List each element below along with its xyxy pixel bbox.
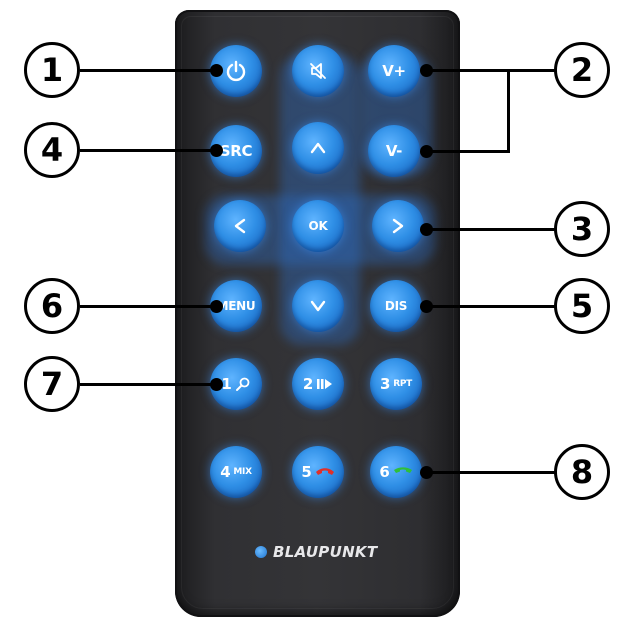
callout-2: 2 xyxy=(554,42,610,98)
pick-up-phone-icon xyxy=(393,467,412,473)
hang-up-phone-icon xyxy=(315,468,334,475)
callout-dot-3 xyxy=(420,223,433,236)
source-label: SRC xyxy=(219,142,253,160)
zoom-icon xyxy=(235,377,249,391)
callout-line-2a xyxy=(426,69,508,72)
num4-sub-label: MIX xyxy=(233,467,252,477)
volume-down-label: V- xyxy=(385,142,403,160)
num3-repeat-button[interactable]: 3 RPT xyxy=(370,358,422,410)
callout-dot-7 xyxy=(210,378,223,391)
display-label: DIS xyxy=(384,299,408,313)
callout-line-4 xyxy=(80,149,216,152)
callout-line-6 xyxy=(80,305,216,308)
callout-line-5 xyxy=(426,305,556,308)
callout-line-2-vertical xyxy=(507,69,510,153)
brand-logo: BLAUPUNKT xyxy=(255,542,377,562)
num1-label: 1 xyxy=(221,375,232,393)
ok-label: OK xyxy=(308,219,328,233)
menu-label: MENU xyxy=(216,299,256,313)
play-pause-icon xyxy=(317,379,333,389)
num5-hang-up-button[interactable]: 5 xyxy=(292,446,344,498)
power-icon xyxy=(226,60,246,82)
num2-label: 2 xyxy=(302,375,314,393)
volume-up-button[interactable]: V+ xyxy=(368,45,420,97)
volume-up-label: V+ xyxy=(382,62,406,80)
source-button[interactable]: SRC xyxy=(210,125,262,177)
callout-8: 8 xyxy=(554,444,610,500)
down-button[interactable] xyxy=(292,280,344,332)
callout-line-2c xyxy=(507,69,557,72)
callout-line-8 xyxy=(426,471,556,474)
callout-line-1 xyxy=(80,69,216,72)
num3-label: 3 xyxy=(380,375,391,393)
callout-dot-5 xyxy=(420,300,433,313)
num2-play-pause-button[interactable]: 2 xyxy=(292,358,344,410)
callout-line-2b xyxy=(426,150,508,153)
display-button[interactable]: DIS xyxy=(370,280,422,332)
num6-pick-up-button[interactable]: 6 xyxy=(370,446,422,498)
callout-line-3 xyxy=(426,228,556,231)
chevron-up-icon xyxy=(310,142,326,154)
remote-rim xyxy=(181,16,454,609)
callout-dot-6 xyxy=(210,300,223,313)
callout-6: 6 xyxy=(24,278,80,334)
mute-button[interactable] xyxy=(292,45,344,97)
callout-dot-8 xyxy=(420,466,433,479)
num6-label: 6 xyxy=(379,463,390,481)
callout-dot-2b xyxy=(420,145,433,158)
num4-label: 4 xyxy=(220,463,231,481)
chevron-down-icon xyxy=(310,300,326,312)
callout-dot-1 xyxy=(210,64,223,77)
left-button[interactable] xyxy=(214,200,266,252)
volume-down-button[interactable]: V- xyxy=(368,125,420,177)
chevron-right-icon xyxy=(392,218,404,234)
num3-sub-label: RPT xyxy=(393,379,412,389)
callout-7: 7 xyxy=(24,356,80,412)
mute-icon xyxy=(310,63,326,79)
brand-dot-icon xyxy=(255,546,267,558)
num4-mix-button[interactable]: 4 MIX xyxy=(210,446,262,498)
callout-dot-4 xyxy=(210,144,223,157)
brand-text: BLAUPUNKT xyxy=(273,543,378,561)
callout-dot-2a xyxy=(420,64,433,77)
callout-3: 3 xyxy=(554,201,610,257)
callout-line-7 xyxy=(80,383,216,386)
callout-5: 5 xyxy=(554,278,610,334)
callout-4: 4 xyxy=(24,122,80,178)
right-button[interactable] xyxy=(372,200,424,252)
callout-1: 1 xyxy=(24,42,80,98)
num5-label: 5 xyxy=(301,463,312,481)
up-button[interactable] xyxy=(292,122,344,174)
ok-button[interactable]: OK xyxy=(292,200,344,252)
chevron-left-icon xyxy=(234,218,246,234)
